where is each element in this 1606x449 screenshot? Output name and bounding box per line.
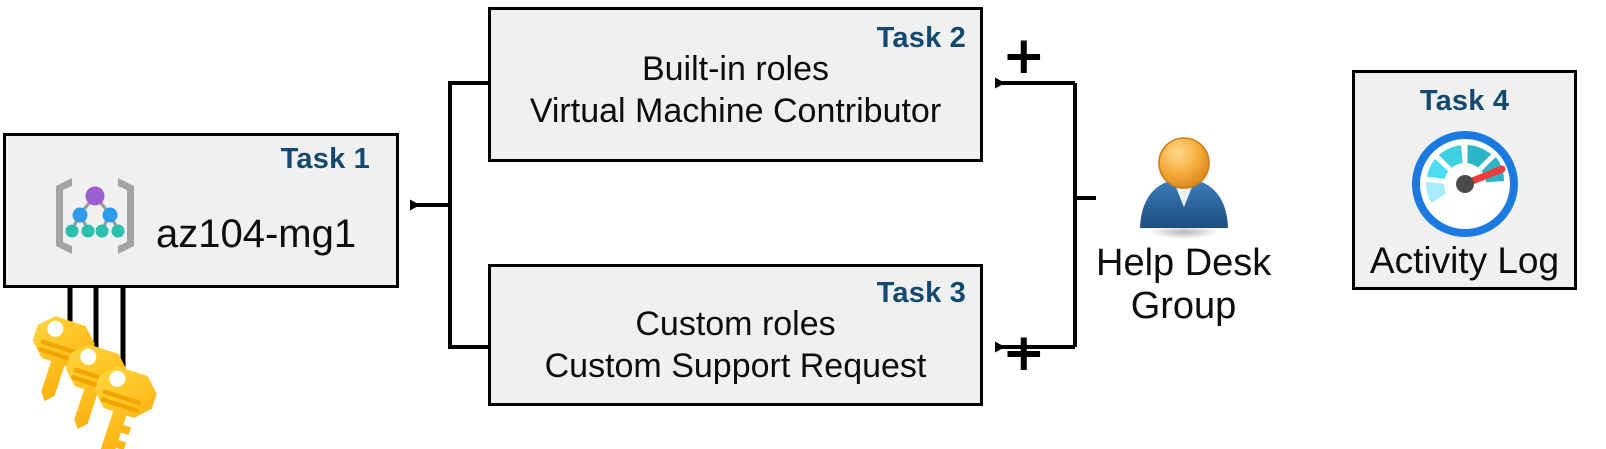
task-3-line-2: Custom Support Request: [544, 347, 927, 386]
task-3-label: Task 3: [876, 277, 966, 309]
user-group-icon: [1139, 137, 1228, 239]
plus-icon-bottom: +: [1002, 323, 1046, 383]
task-2-text: Built-in roles Virtual Machine Contribut…: [491, 48, 980, 132]
management-group-icon: [56, 178, 134, 254]
task-4-box[interactable]: Task 4 Activity Log: [1352, 70, 1577, 290]
management-group-name: az104-mg1: [156, 212, 357, 256]
keys-icon: [32, 316, 157, 449]
task-3-box[interactable]: Task 3 Custom roles Custom Support Reque…: [488, 264, 983, 406]
gauge-icon: [1411, 131, 1518, 237]
task-1-box[interactable]: Task 1 az104-mg1: [3, 133, 399, 288]
task-2-label: Task 2: [876, 22, 966, 54]
help-desk-caption: Help Desk Group: [1096, 242, 1271, 327]
task-4-label: Task 4: [1419, 85, 1510, 117]
help-desk-group: Help Desk Group: [1096, 135, 1271, 327]
task-2-line-2: Virtual Machine Contributor: [529, 92, 942, 131]
task-2-line-1: Built-in roles: [641, 50, 830, 88]
task-2-box[interactable]: Task 2 Built-in roles Virtual Machine Co…: [488, 7, 983, 162]
help-desk-line-2: Group: [1130, 284, 1237, 327]
task-3-line-1: Custom roles: [635, 305, 836, 343]
task-3-text: Custom roles Custom Support Request: [491, 303, 980, 387]
plus-icon-top: +: [1002, 26, 1046, 86]
activity-log-caption: Activity Log: [1369, 240, 1560, 281]
help-desk-line-1: Help Desk: [1096, 242, 1272, 284]
task-1-label: Task 1: [280, 143, 370, 175]
